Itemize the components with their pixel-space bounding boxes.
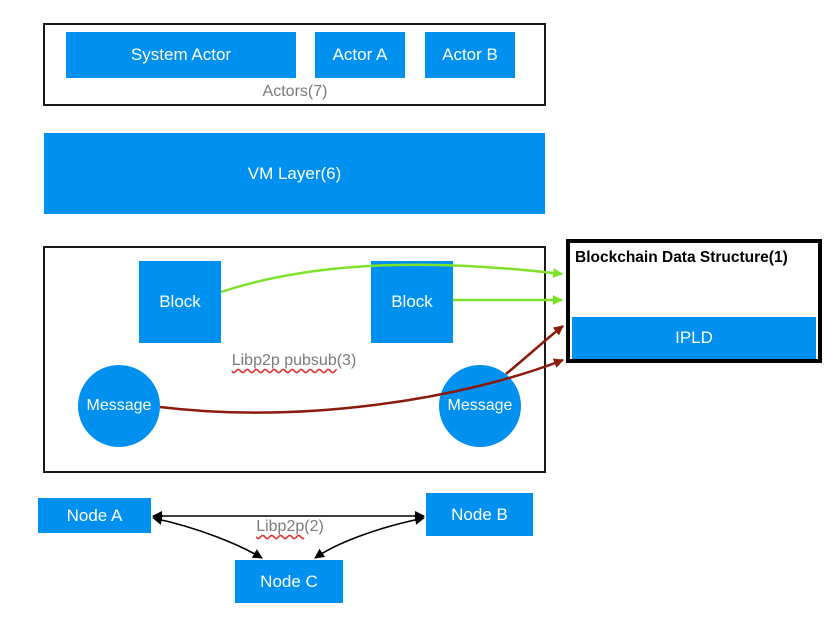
network-caption-num: (2) bbox=[304, 518, 324, 535]
ipld-box[interactable]: IPLD bbox=[572, 317, 816, 359]
network-caption-word: Libp2p bbox=[256, 518, 305, 535]
message-circle-2[interactable]: Message bbox=[439, 365, 521, 447]
block-box-1[interactable]: Block bbox=[139, 261, 221, 343]
arrow-nodeb-nodec bbox=[314, 514, 425, 559]
system-actor-box[interactable]: System Actor bbox=[66, 32, 296, 78]
node-a-box[interactable]: Node A bbox=[38, 498, 151, 533]
message-circle-1[interactable]: Message bbox=[78, 365, 160, 447]
actor-b-box[interactable]: Actor B bbox=[425, 32, 515, 78]
pubsub-caption: Libp2p pubsub(3) bbox=[232, 352, 357, 370]
pubsub-caption-num: (3) bbox=[336, 352, 357, 369]
vm-layer-box[interactable]: VM Layer(6) bbox=[44, 133, 545, 214]
blockchain-title: Blockchain Data Structure(1) bbox=[575, 249, 788, 266]
network-caption: Libp2p(2) bbox=[256, 518, 324, 536]
node-b-box[interactable]: Node B bbox=[426, 493, 533, 536]
pubsub-caption-word: Libp2p pubsub bbox=[231, 352, 337, 369]
block-box-2[interactable]: Block bbox=[371, 261, 453, 343]
actor-a-box[interactable]: Actor A bbox=[315, 32, 405, 78]
node-c-box[interactable]: Node C bbox=[235, 560, 343, 603]
arrow-nodea-nodec bbox=[152, 514, 263, 559]
actors-caption: Actors(7) bbox=[262, 83, 328, 100]
